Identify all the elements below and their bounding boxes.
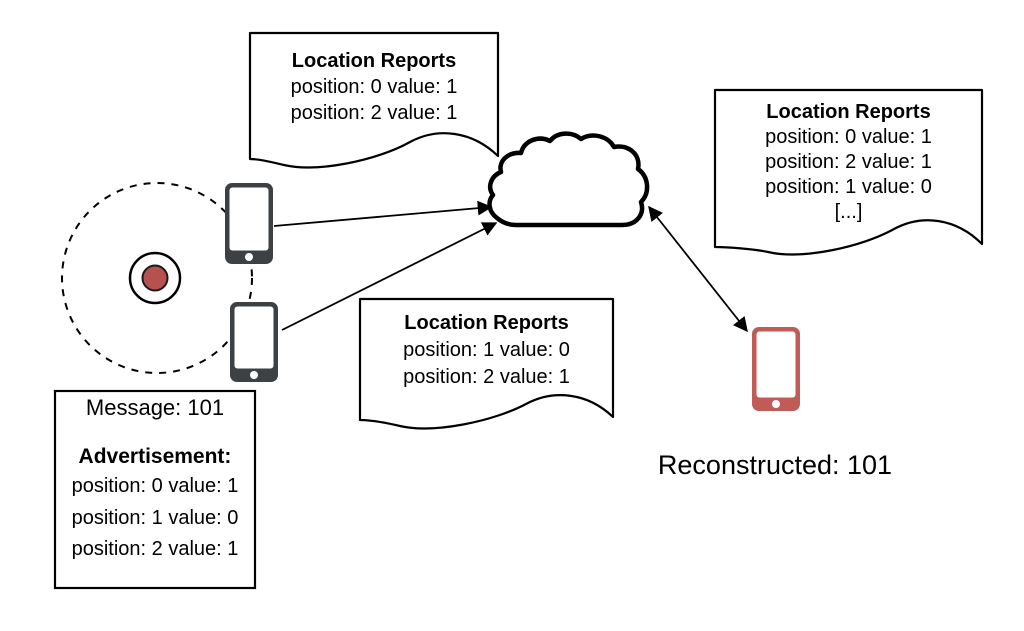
reconstructed-label: Reconstructed: 101 <box>657 450 893 480</box>
doc-line: position: 1 value: 0 <box>765 176 932 198</box>
doc-line: position: 0 value: 1 <box>765 126 932 148</box>
doc-line: position: 0 value: 1 <box>290 76 458 98</box>
beacon-icon <box>128 251 182 305</box>
ad-line: position: 0 value: 1 <box>71 475 239 497</box>
doc-line: position: 2 value: 1 <box>765 151 932 173</box>
owner-phone-icon <box>752 327 800 411</box>
location-reports-middle: Location Reports position: 1 value: 0 po… <box>362 310 611 391</box>
reporter-phone-2-icon <box>230 302 278 382</box>
document-shape-top <box>248 31 500 169</box>
arrow-cloud-owner-phone <box>648 205 748 333</box>
cloud-icon <box>487 131 650 228</box>
reporter-phone-1-icon <box>225 183 273 264</box>
doc-line: position: 1 value: 0 <box>403 339 570 361</box>
doc-title: Location Reports <box>404 312 569 334</box>
advertisement-box <box>53 389 257 590</box>
doc-line: position: 2 value: 1 <box>290 102 458 124</box>
location-reports-top: Location Reports position: 0 value: 1 po… <box>252 48 496 126</box>
ad-line: position: 2 value: 1 <box>71 538 239 561</box>
broadcast-range-circle <box>61 182 253 374</box>
message-label: Message: 101 <box>85 395 225 420</box>
location-reports-right: Location Reports position: 0 value: 1 po… <box>717 100 980 225</box>
doc-line: [...] <box>834 201 863 223</box>
ad-line: position: 1 value: 0 <box>71 506 239 529</box>
doc-title: Location Reports <box>766 101 931 123</box>
arrow-phone1-to-cloud <box>273 200 493 227</box>
doc-line: position: 2 value: 1 <box>403 366 570 388</box>
doc-title: Location Reports <box>291 50 457 72</box>
advertisement-text: Message: 101 Advertisement: position: 0 … <box>57 394 253 566</box>
document-shape-middle <box>358 297 615 430</box>
advertisement-heading: Advertisement: <box>78 445 232 468</box>
arrow-phone2-to-cloud <box>281 222 498 331</box>
